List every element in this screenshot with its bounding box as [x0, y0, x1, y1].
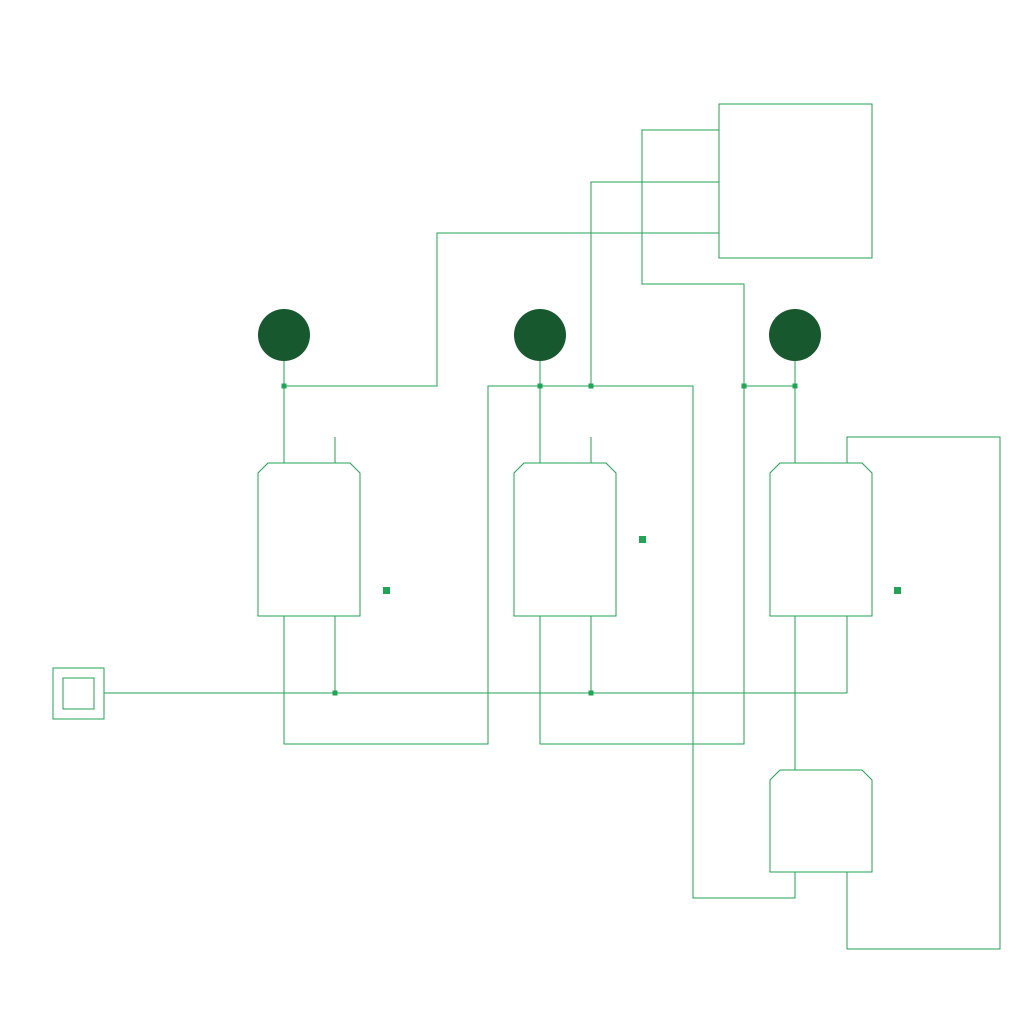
gate-2: [513, 462, 617, 617]
wire-output-block-to-lamp3-net: [641, 129, 745, 386]
lamps: [258, 309, 821, 361]
port-marker-gate2: [639, 536, 646, 543]
junctions: [281, 383, 798, 696]
junction-dot: [741, 383, 747, 389]
lamp-3: [769, 309, 821, 361]
wire-lamp3-loop: [539, 385, 795, 745]
output-block: [718, 103, 873, 259]
gate-4: [769, 769, 873, 873]
port-marker-gate3: [894, 587, 901, 594]
blocks: [52, 103, 873, 873]
wire-lamp2-loop: [283, 385, 540, 745]
lamp-1: [258, 309, 310, 361]
gate-3: [769, 462, 873, 617]
junction-dot: [281, 383, 287, 389]
junction-dot: [332, 690, 338, 696]
junction-dot: [588, 690, 594, 696]
wire-feedback-loop: [846, 436, 1001, 950]
junction-dot: [792, 383, 798, 389]
wire-input-bus: [104, 616, 848, 694]
junction-dot: [537, 383, 543, 389]
gate-1: [257, 462, 361, 617]
wire-lamp1-to-output-block: [284, 232, 719, 387]
lamp-2: [514, 309, 566, 361]
port-marker-gate1: [383, 587, 390, 594]
port-markers: [383, 536, 901, 594]
wires: [104, 129, 1001, 950]
wire-output-block-to-lamp2-net: [590, 181, 719, 386]
input-terminal-inner: [62, 677, 95, 710]
wire-lamp2-branch-to-gate4: [540, 385, 796, 899]
junction-dot: [588, 383, 594, 389]
